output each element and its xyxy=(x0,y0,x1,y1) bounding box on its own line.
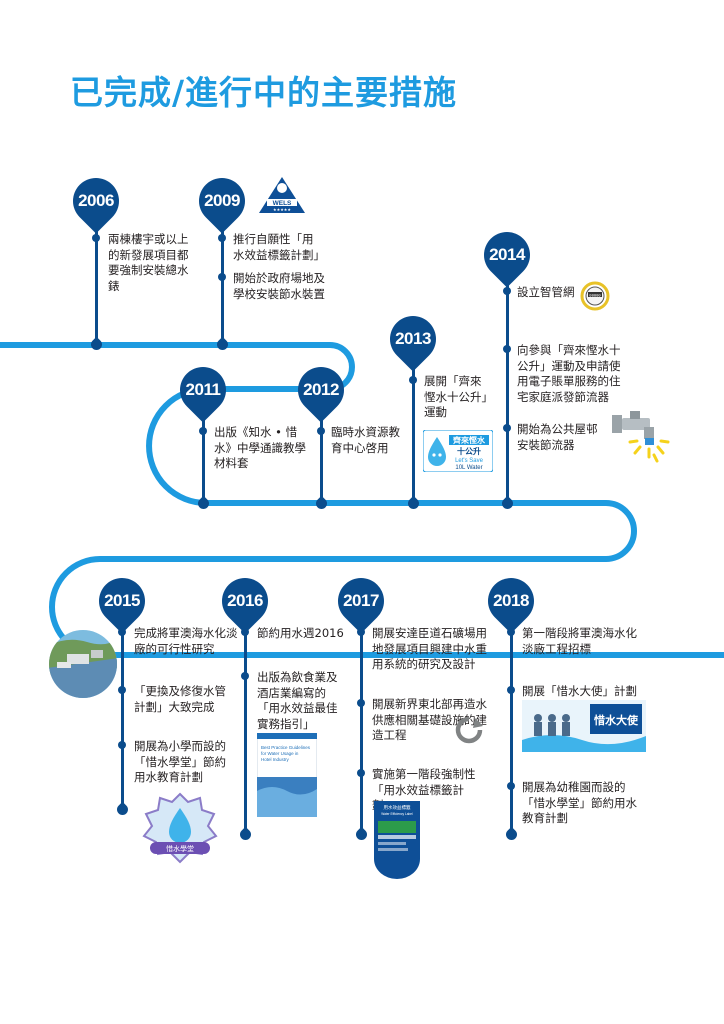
smart-meter-icon: 00000 xyxy=(580,281,610,311)
water-ambassador-poster: 惜水大使 xyxy=(522,700,646,752)
item-2018-a: 第一階段將軍澳海水化淡廠工程招標 xyxy=(522,626,637,656)
guidelines-booklet-icon: Best Practice Guidelines for Water Usage… xyxy=(256,732,318,818)
year-stem xyxy=(412,360,415,501)
svg-text:Best Practice Guidelines: Best Practice Guidelines xyxy=(261,745,311,750)
svg-text:用水效益標籤: 用水效益標籤 xyxy=(384,804,411,811)
item-2018-c: 開展為幼稚園而設的「惜水學堂」節約用水教育計劃 xyxy=(522,780,637,825)
year-stem xyxy=(506,276,509,501)
item-2014-c: 開始為公共屋邨安裝節流器 xyxy=(517,422,598,452)
bullet-dot xyxy=(357,769,365,777)
item-2014-a: 設立智管網 xyxy=(517,285,575,299)
item-2017-a: 開展安達臣道石礦場用地發展項目興建中水重用系統的研究及設計 xyxy=(372,626,487,671)
item-2009-a: 推行自願性「用水效益標籤計劃」 xyxy=(233,232,325,262)
year-stem xyxy=(320,411,323,501)
item-2015-b: 「更換及修復水管計劃」大致完成 xyxy=(134,684,226,714)
desalination-plant-photo xyxy=(47,628,119,700)
wels-logo-icon: WELS ★★★★★ xyxy=(257,175,307,215)
bullet-dot xyxy=(118,741,126,749)
bullet-dot xyxy=(357,699,365,707)
water-efficiency-label-icon: 用水效益標籤 Water Efficiency Label xyxy=(374,801,420,879)
svg-text:00000: 00000 xyxy=(589,292,601,297)
svg-text:齊來慳水: 齊來慳水 xyxy=(452,435,486,445)
year-stem xyxy=(121,622,124,807)
page-title: 已完成/進行中的主要措施 xyxy=(70,73,458,112)
svg-text:惜水學堂: 惜水學堂 xyxy=(166,844,194,853)
year-stem xyxy=(510,622,513,832)
item-2015-a: 完成將軍澳海水化淡廠的可行性研究 xyxy=(134,626,238,656)
item-2015-c: 開展為小學而設的「惜水學堂」節約用水教育計劃 xyxy=(134,739,226,784)
save-10l-logo-icon: 齊來慳水 十公升 Let's Save 10L Water xyxy=(422,429,494,473)
recycle-arrow-icon xyxy=(453,714,485,746)
bullet-dot xyxy=(409,376,417,384)
bullet-dot xyxy=(218,234,226,242)
svg-text:Hotel Industry: Hotel Industry xyxy=(261,757,290,762)
bullet-dot xyxy=(317,427,325,435)
svg-text:for Water Usage in: for Water Usage in xyxy=(261,751,299,756)
svg-text:十公升: 十公升 xyxy=(457,446,481,456)
bullet-dot xyxy=(357,628,365,636)
bullet-dot xyxy=(507,628,515,636)
water-tap-icon xyxy=(610,405,672,467)
item-2011-a: 出版《知水 • 惜水》中學通識教學材料套 xyxy=(214,425,306,470)
bullet-dot xyxy=(218,273,226,281)
bullet-dot xyxy=(503,424,511,432)
year-stem xyxy=(221,222,224,342)
bullet-dot xyxy=(241,628,249,636)
svg-text:★★★★★: ★★★★★ xyxy=(273,207,291,212)
item-2013-a: 展開「齊來慳水十公升」運動 xyxy=(424,374,488,419)
bullet-dot xyxy=(118,628,126,636)
svg-text:Water Efficiency Label: Water Efficiency Label xyxy=(381,812,413,816)
year-stem xyxy=(360,622,363,832)
bullet-dot xyxy=(199,427,207,435)
bullet-dot xyxy=(503,345,511,353)
svg-text:惜水大使: 惜水大使 xyxy=(594,713,639,727)
svg-text:WELS: WELS xyxy=(273,200,292,207)
bullet-dot xyxy=(503,287,511,295)
item-2009-b: 開始於政府場地及學校安裝節水裝置 xyxy=(233,271,325,301)
year-stem xyxy=(95,222,98,342)
bullet-dot xyxy=(92,234,100,242)
item-2014-b: 向參與「齊來慳水十公升」運動及申請使用電子賬單服務的住宅家庭派發節流器 xyxy=(517,343,621,404)
item-2012-a: 臨時水資源教育中心啓用 xyxy=(331,425,400,455)
year-stem xyxy=(202,411,205,501)
svg-text:Let's Save: Let's Save xyxy=(455,458,483,464)
bullet-dot xyxy=(118,686,126,694)
item-2006-a: 兩棟樓宇或以上的新發展項目都要強制安裝總水錶 xyxy=(108,232,189,293)
item-2016-a: 節約用水週2016 xyxy=(257,626,344,640)
year-stem xyxy=(244,622,247,832)
item-2018-b: 開展「惜水大使」計劃 xyxy=(522,684,637,698)
item-2016-b: 出版為飲食業及酒店業編寫的「用水效益最佳實務指引」 xyxy=(257,670,338,731)
bullet-dot xyxy=(507,686,515,694)
bullet-dot xyxy=(241,672,249,680)
bullet-dot xyxy=(507,782,515,790)
svg-text:10L Water: 10L Water xyxy=(455,465,482,471)
water-school-badge-icon: 惜水學堂 xyxy=(136,792,224,864)
